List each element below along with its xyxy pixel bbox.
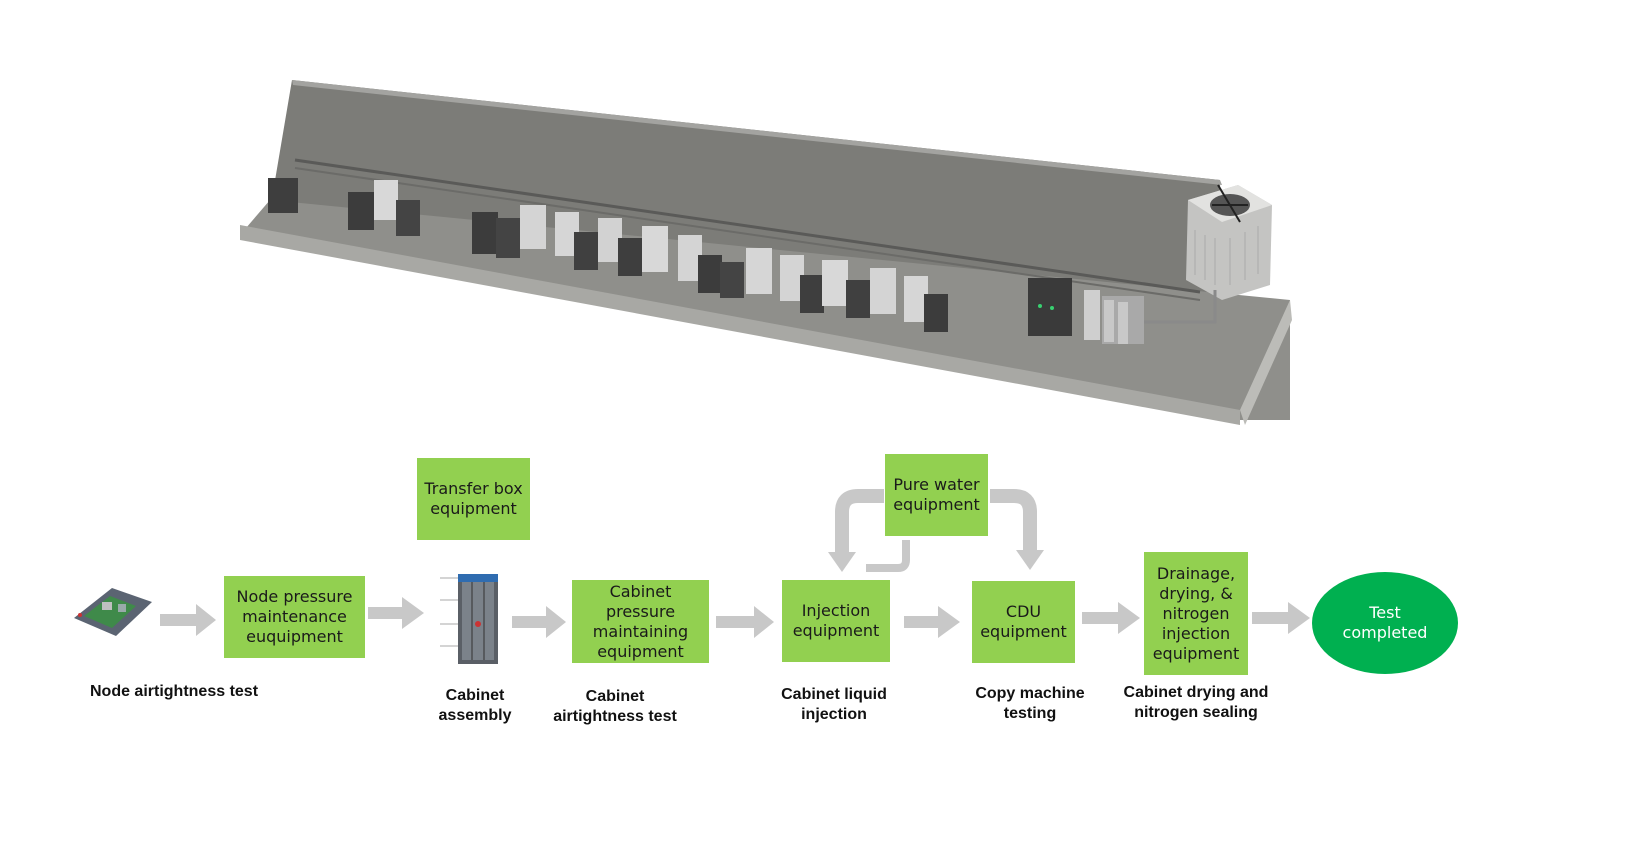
cooling-tower [1186,184,1272,300]
arrow-4 [716,606,774,638]
return-arrow [866,540,910,572]
cabinet-image [440,574,498,664]
arrow-6 [1082,602,1140,634]
back-wall [270,80,1222,310]
arrow-7 [1252,602,1310,634]
caption-node-airtightness: Node airtightness test [89,683,259,700]
node-pressure-box: Node pressure maintenance euquipment [224,576,365,658]
node-board-image [74,588,152,636]
drainage-equipment-box: Drainage, drying, & nitrogen injection e… [1144,552,1248,675]
pipe [1144,290,1217,324]
arrow-5 [904,606,960,638]
machines [268,178,1144,344]
cdu-equipment-box: CDU equipment [972,581,1075,663]
arrow-2 [368,597,424,629]
loop-arrow-left [835,489,884,552]
platform-side [1240,300,1292,425]
injection-equipment-box: Injection equipment [782,580,890,662]
arrow-3 [512,606,566,638]
loop-arrow-right [990,489,1037,550]
wall-top [292,80,1222,185]
pure-water-equipment-box: Pure water equipment [885,454,988,536]
platform-front [240,225,1240,425]
test-completed-ellipse: Test completed [1312,572,1458,674]
arrow-1 [160,604,216,636]
cabinet-pressure-box: Cabinet pressure maintaining equipment [572,580,709,663]
transfer-box-equipment-box: Transfer box equipment [417,458,530,540]
rail [294,158,1201,294]
